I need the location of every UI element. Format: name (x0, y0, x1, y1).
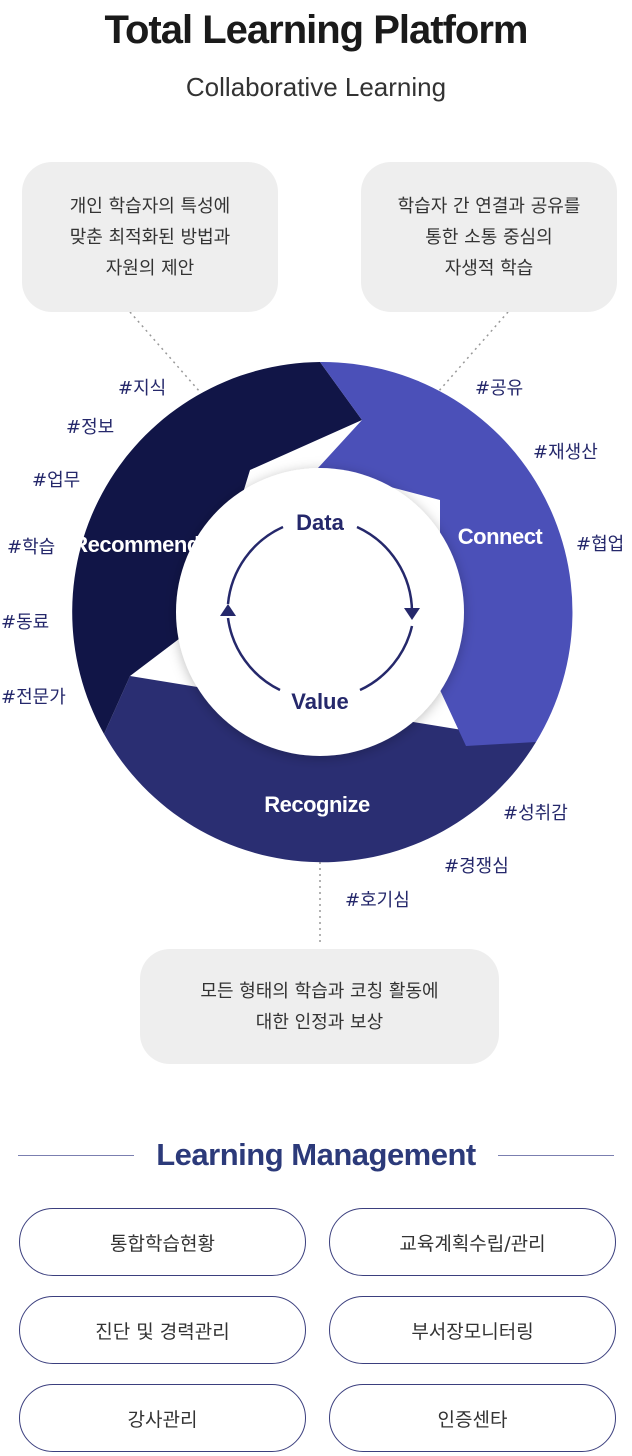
segment-recognize (104, 676, 536, 863)
menu-button-learning-status[interactable]: 통합학습현황 (19, 1208, 306, 1276)
cycle-label-data: Data (296, 510, 344, 535)
tag-connect: #협업 (576, 534, 624, 555)
tag-connect: #재생산 (533, 442, 598, 463)
cycle-arc-bottom-right (359, 625, 414, 692)
menu-button-instructor-management[interactable]: 강사관리 (19, 1384, 306, 1452)
description-bubble-connect: 학습자 간 연결과 공유를 통한 소통 중심의 자생적 학습 (361, 162, 617, 312)
management-section-header: Learning Management (0, 1133, 632, 1177)
page-subtitle: Collaborative Learning (185, 72, 447, 102)
segment-label-recognize: Recognize (264, 792, 370, 817)
segment-label-recommend: Recommend (72, 532, 200, 557)
segment-label-connect: Connect (458, 524, 544, 549)
inner-circle (176, 468, 464, 756)
cycle-arc-left (226, 525, 284, 605)
tag-recognize: #호기심 (345, 890, 410, 911)
tag-recommend: #학습 (7, 537, 55, 558)
arrow-up-icon (220, 604, 236, 616)
tag-recommend: #지식 (118, 378, 166, 399)
menu-button-career-diagnosis[interactable]: 진단 및 경력관리 (19, 1296, 306, 1364)
description-bubble-recognize: 모든 형태의 학습과 코칭 활동에 대한 인정과 보상 (140, 949, 499, 1064)
tag-connect: #공유 (475, 378, 523, 399)
tag-recommend: #전문가 (1, 687, 66, 708)
tag-recommend: #정보 (66, 417, 114, 438)
menu-button-training-plan[interactable]: 교육계획수립/관리 (329, 1208, 616, 1276)
tag-recognize: #성취감 (503, 803, 568, 824)
tag-recognize: #경쟁심 (444, 856, 509, 877)
arrow-down-icon (404, 608, 420, 620)
cycle-arc-bottom-left (226, 617, 281, 692)
page-title: Total Learning Platform (104, 8, 529, 52)
menu-button-certification-center[interactable]: 인증센타 (329, 1384, 616, 1452)
cycle-label-value: Value (291, 689, 348, 714)
tag-recommend: #업무 (32, 470, 80, 491)
menu-button-manager-monitoring[interactable]: 부서장모니터링 (329, 1296, 616, 1364)
tag-recommend: #동료 (1, 612, 49, 633)
cycle-arc-right (356, 525, 414, 613)
divider-left (18, 1154, 135, 1156)
description-bubble-recommend: 개인 학습자의 특성에 맞춘 최적화된 방법과 자원의 제안 (22, 162, 278, 312)
management-heading: Learning Management (156, 1137, 476, 1172)
divider-right (497, 1154, 614, 1156)
